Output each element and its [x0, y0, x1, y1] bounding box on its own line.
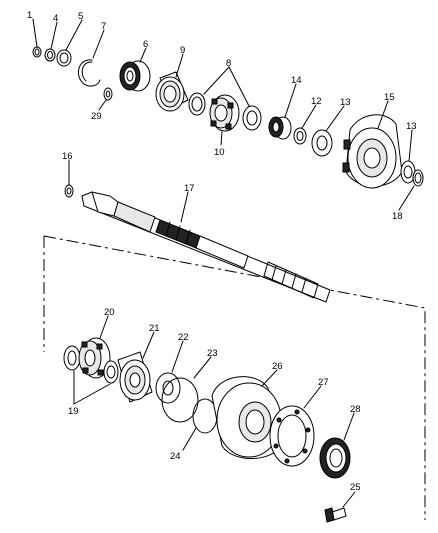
- callout-20: 20: [104, 307, 115, 318]
- callout-29: 29: [91, 111, 102, 122]
- callout-9: 9: [180, 45, 185, 56]
- part-10-planetary-carrier: [209, 94, 240, 132]
- part-5-ring: [56, 49, 72, 67]
- callout-8: 8: [226, 58, 231, 69]
- part-26-clutch-drum: [211, 376, 283, 459]
- callout-21: 21: [149, 323, 160, 334]
- callout-labels: 1 4 5 7 6 9 8 29 10 14 12 13 15 13 18 16…: [27, 10, 417, 493]
- callout-14: 14: [291, 75, 302, 86]
- part-29-washer: [103, 87, 113, 101]
- part-16-washer: [64, 184, 74, 198]
- part-15-clutch-drum: [342, 114, 403, 189]
- part-4-washer: [44, 48, 56, 62]
- part-7-snap-ring: [77, 59, 101, 87]
- part-8-bearing-cup-right: [242, 105, 262, 131]
- callout-1: 1: [27, 10, 32, 21]
- part-28-overrunning-clutch: [319, 437, 351, 479]
- part-25-bolt: [324, 507, 347, 523]
- callout-25: 25: [350, 482, 361, 493]
- part-23-snap-ring: [161, 377, 199, 423]
- callout-15: 15: [384, 92, 395, 103]
- callout-19: 19: [68, 406, 79, 417]
- part-13-thrust-plate: [311, 129, 333, 157]
- callout-5: 5: [78, 11, 83, 22]
- callout-28: 28: [350, 404, 361, 415]
- part-18-snap-ring: [412, 169, 424, 187]
- callout-7: 7: [101, 21, 106, 32]
- part-19-bearing-cup-second: [103, 360, 119, 384]
- part-19-bearing-cup: [63, 345, 81, 371]
- part-8-bearing-cup-left: [188, 92, 206, 116]
- leader-lines: [32, 18, 415, 508]
- part-12-washer: [293, 127, 307, 145]
- part-14-sun-gear: [268, 116, 292, 140]
- part-21-annulus-gear: [117, 351, 153, 403]
- callout-23: 23: [207, 348, 218, 359]
- callout-10: 10: [214, 147, 225, 158]
- callout-12: 12: [311, 96, 322, 107]
- callout-22: 22: [178, 332, 189, 343]
- callout-16: 16: [62, 151, 73, 162]
- callout-17: 17: [184, 183, 195, 194]
- part-9-bearing-race: [155, 71, 189, 112]
- part-20-planetary-carrier: [78, 337, 111, 379]
- callout-26: 26: [272, 361, 283, 372]
- part-27-clutch-hub: [269, 405, 315, 467]
- callout-18: 18: [392, 211, 403, 222]
- part-1-snap-ring: [32, 46, 42, 58]
- part-17-output-shaft: [81, 191, 331, 303]
- callout-13-second: 13: [406, 121, 417, 132]
- part-6-bearing: [119, 60, 151, 92]
- callout-24: 24: [170, 451, 181, 462]
- callout-27: 27: [318, 377, 329, 388]
- callout-6: 6: [143, 39, 148, 50]
- part-22-thrust-washer: [155, 372, 181, 404]
- assembly-boundary-dashed: [43, 235, 426, 520]
- callout-4: 4: [53, 13, 58, 24]
- callout-13: 13: [340, 97, 351, 108]
